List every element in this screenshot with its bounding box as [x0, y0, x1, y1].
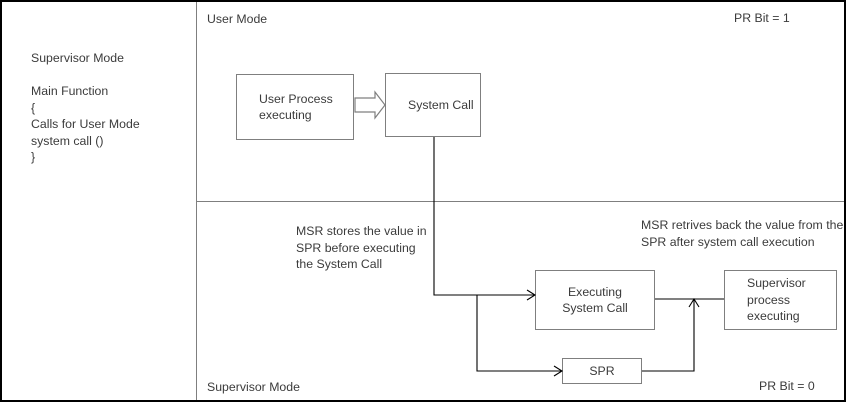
block-arrow-user-process-to-system-call [354, 90, 386, 120]
supervisor-mode-label: Supervisor Mode [207, 380, 300, 394]
pr-bit-user-label: PR Bit = 1 [734, 11, 790, 25]
arrowhead-spr-return-up [688, 297, 700, 308]
box-supervisor-process-executing: Supervisor process executing [724, 270, 837, 330]
msr-retrieve-annotation: MSR retrives back the value from the SPR… [641, 218, 844, 249]
arrowhead-into-spr [553, 365, 564, 377]
left-panel-code-block: Supervisor Mode Main Function { Calls fo… [31, 51, 140, 164]
msr-store-annotation: MSR stores the value in SPR before execu… [296, 224, 430, 271]
box-user-process-executing: User Process executing [236, 74, 354, 140]
box-system-call: System Call [385, 73, 481, 137]
horizontal-divider [196, 201, 844, 202]
box-executing-system-call: Executing System Call [535, 270, 655, 330]
user-mode-label: User Mode [207, 12, 268, 26]
wire-system-call-to-executing [433, 137, 535, 296]
box-spr: SPR [562, 358, 642, 384]
arrowhead-into-executing-system-call [526, 289, 537, 301]
pr-bit-supervisor-label: PR Bit = 0 [759, 379, 815, 393]
